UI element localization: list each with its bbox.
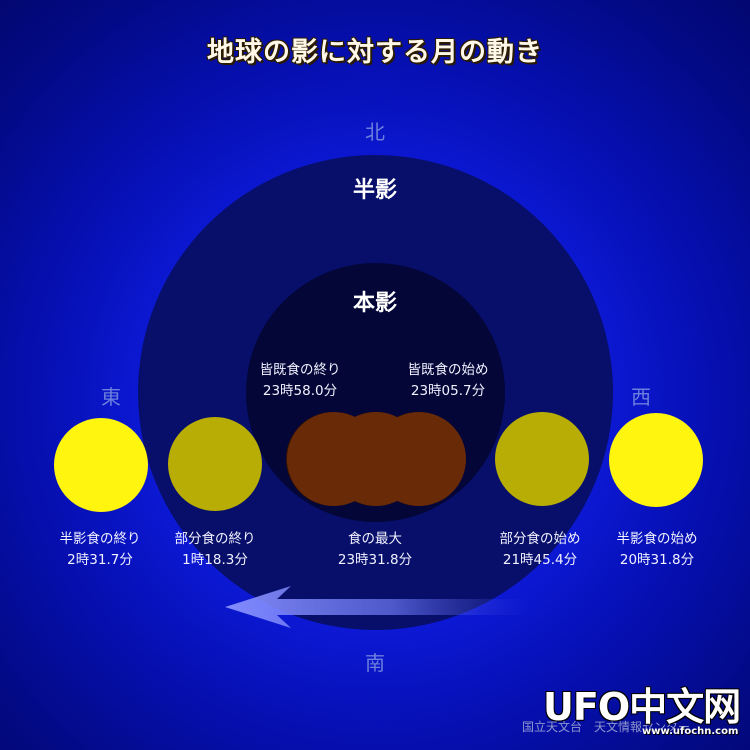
direction-south: 南	[365, 651, 385, 675]
penumbral-start-time: 20時31.8分	[619, 552, 695, 568]
watermark-logo: UFO中文网	[543, 685, 741, 729]
label-totality-end: 皆既食の終り 23時58.0分	[230, 360, 370, 402]
penumbral-end-time: 2時31.7分	[67, 552, 133, 568]
totality-start-time: 23時05.7分	[410, 383, 486, 399]
maximum-eclipse-name: 食の最大	[348, 531, 402, 547]
diagram-title: 地球の影に対する月の動き	[207, 37, 543, 68]
partial-end-name: 部分食の終り	[174, 531, 256, 547]
moon-partial-end	[168, 417, 262, 511]
label-maximum-eclipse: 食の最大 23時31.8分	[315, 529, 435, 571]
partial-end-time: 1時18.3分	[182, 552, 248, 568]
maximum-eclipse-time: 23時31.8分	[337, 552, 413, 568]
label-penumbral-start: 半影食の始め 20時31.8分	[597, 529, 717, 571]
moon-motion-arrow	[225, 586, 530, 628]
moon-penumbral-end	[54, 418, 148, 512]
totality-end-name: 皆既食の終り	[259, 362, 341, 378]
penumbra-label: 半影	[352, 178, 397, 203]
label-partial-end: 部分食の終り 1時18.3分	[155, 529, 275, 571]
credit-text: 国立天文台 天文情報センター	[522, 720, 691, 734]
label-partial-start: 部分食の始め 21時45.4分	[480, 529, 600, 571]
totality-end-time: 23時58.0分	[262, 383, 338, 399]
partial-start-time: 21時45.4分	[502, 552, 578, 568]
moon-partial-start	[495, 412, 589, 506]
penumbral-end-name: 半影食の終り	[59, 531, 141, 547]
direction-west: 西	[631, 385, 651, 409]
penumbral-start-name: 半影食の始め	[616, 531, 698, 547]
moon-penumbral-start	[609, 413, 703, 507]
direction-north: 北	[365, 120, 385, 144]
umbra-label: 本影	[352, 291, 397, 316]
watermark-url: www.ufochn.com	[642, 726, 739, 737]
partial-start-name: 部分食の始め	[499, 531, 581, 547]
arrow-shape	[225, 586, 530, 628]
totality-start-name: 皆既食の始め	[407, 362, 489, 378]
direction-east: 東	[101, 385, 121, 409]
moon-totality-end	[287, 412, 381, 506]
label-totality-start: 皆既食の始め 23時05.7分	[378, 360, 518, 402]
label-penumbral-end: 半影食の終り 2時31.7分	[40, 529, 160, 571]
